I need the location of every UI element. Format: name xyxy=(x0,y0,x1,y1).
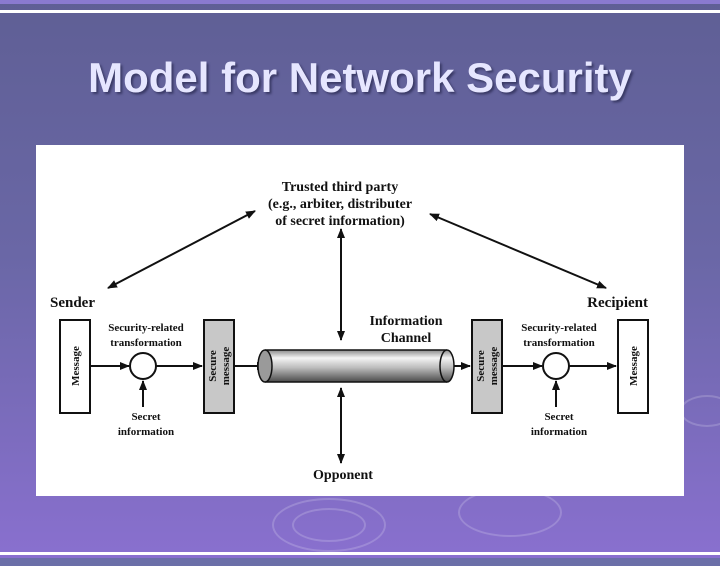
recipient-label: Recipient xyxy=(587,295,648,311)
recipient-message-label: Message xyxy=(628,346,640,386)
sender-secure-label-2: message xyxy=(220,347,232,386)
diagram-panel: Trusted third party (e.g., arbiter, dist… xyxy=(36,145,684,496)
decorative-ripple xyxy=(272,498,386,552)
sender-secret-label-2: information xyxy=(118,426,174,438)
sender-transform-label-2: transformation xyxy=(110,337,182,349)
recipient-trusted-arrow xyxy=(429,213,607,289)
decorative-ripple xyxy=(292,508,366,542)
sender-message-label: Message xyxy=(70,346,82,386)
top-accent-bar xyxy=(0,0,720,4)
trusted-party-line-1: Trusted third party xyxy=(282,180,398,195)
recipient-secret-label-2: information xyxy=(531,426,587,438)
trusted-party-line-2: (e.g., arbiter, distributer xyxy=(268,197,412,212)
slide-title: Model for Network Security xyxy=(88,54,632,101)
network-security-diagram: Trusted third party (e.g., arbiter, dist… xyxy=(50,180,649,483)
bottom-rule xyxy=(0,552,720,555)
recipient-transform-circle xyxy=(542,352,570,380)
sender-label: Sender xyxy=(50,295,95,311)
channel-label-2: Channel xyxy=(381,331,432,346)
recipient-message-box xyxy=(617,319,649,414)
recipient-secret-label-1: Secret xyxy=(544,411,573,423)
top-rule xyxy=(0,10,720,13)
recipient-transform-label-1: Security-related xyxy=(521,322,597,334)
sender-message-box xyxy=(59,319,91,414)
sender-secure-label-1: Secure xyxy=(207,350,219,382)
decorative-ripple xyxy=(680,395,720,427)
trusted-party-line-3: of secret information) xyxy=(275,214,405,229)
sender-transform-circle xyxy=(129,352,157,380)
recipient-secure-label-1: Secure xyxy=(475,350,487,382)
recipient-secure-label-2: message xyxy=(488,347,500,386)
sender-secure-message-box xyxy=(203,319,235,414)
bottom-accent-bar xyxy=(0,558,720,566)
sender-secret-label-1: Secret xyxy=(131,411,160,423)
recipient-transform-label-2: transformation xyxy=(523,337,595,349)
information-channel-cylinder xyxy=(257,349,455,383)
channel-label-1: Information xyxy=(369,314,442,329)
sender-transform-label-1: Security-related xyxy=(108,322,184,334)
opponent-label: Opponent xyxy=(313,468,373,483)
sender-trusted-arrow xyxy=(107,210,256,289)
